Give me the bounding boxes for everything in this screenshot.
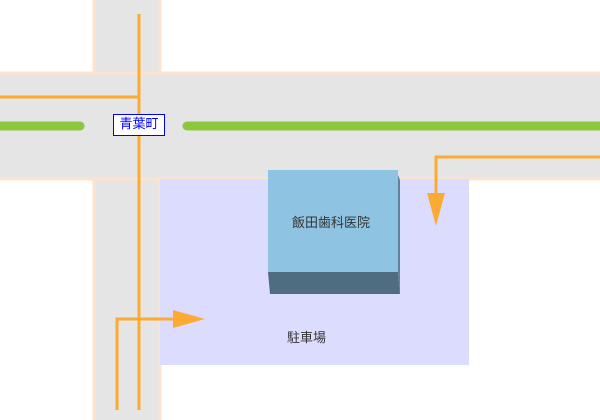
building-label[interactable]: 飯田歯科医院	[292, 216, 371, 231]
arrow-east-icon	[173, 310, 205, 328]
arrow-south-icon	[427, 193, 445, 226]
building	[268, 170, 400, 294]
parking-label: 駐車場	[287, 331, 327, 346]
station-label[interactable]: 青葉町	[113, 114, 165, 136]
vertical-road	[92, 0, 162, 420]
route-lines	[0, 14, 600, 410]
